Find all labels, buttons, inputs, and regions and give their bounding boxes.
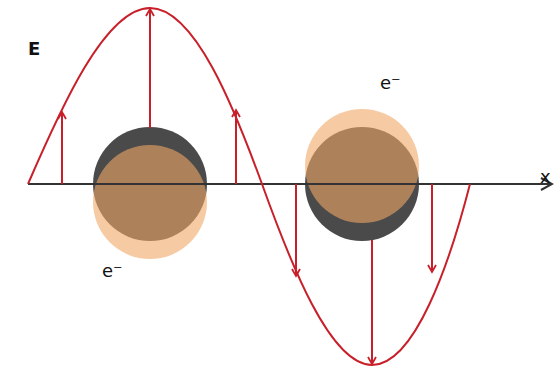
electron-label: e⁻ [380,74,401,92]
electron-cloud [305,109,419,223]
electron-cloud [93,145,207,259]
axis-label: x [540,168,551,186]
field-wave [28,8,470,365]
field-label: E [28,40,40,58]
field-vectors [62,9,432,364]
x-axis [28,183,552,185]
electron-label: e⁻ [102,262,123,280]
